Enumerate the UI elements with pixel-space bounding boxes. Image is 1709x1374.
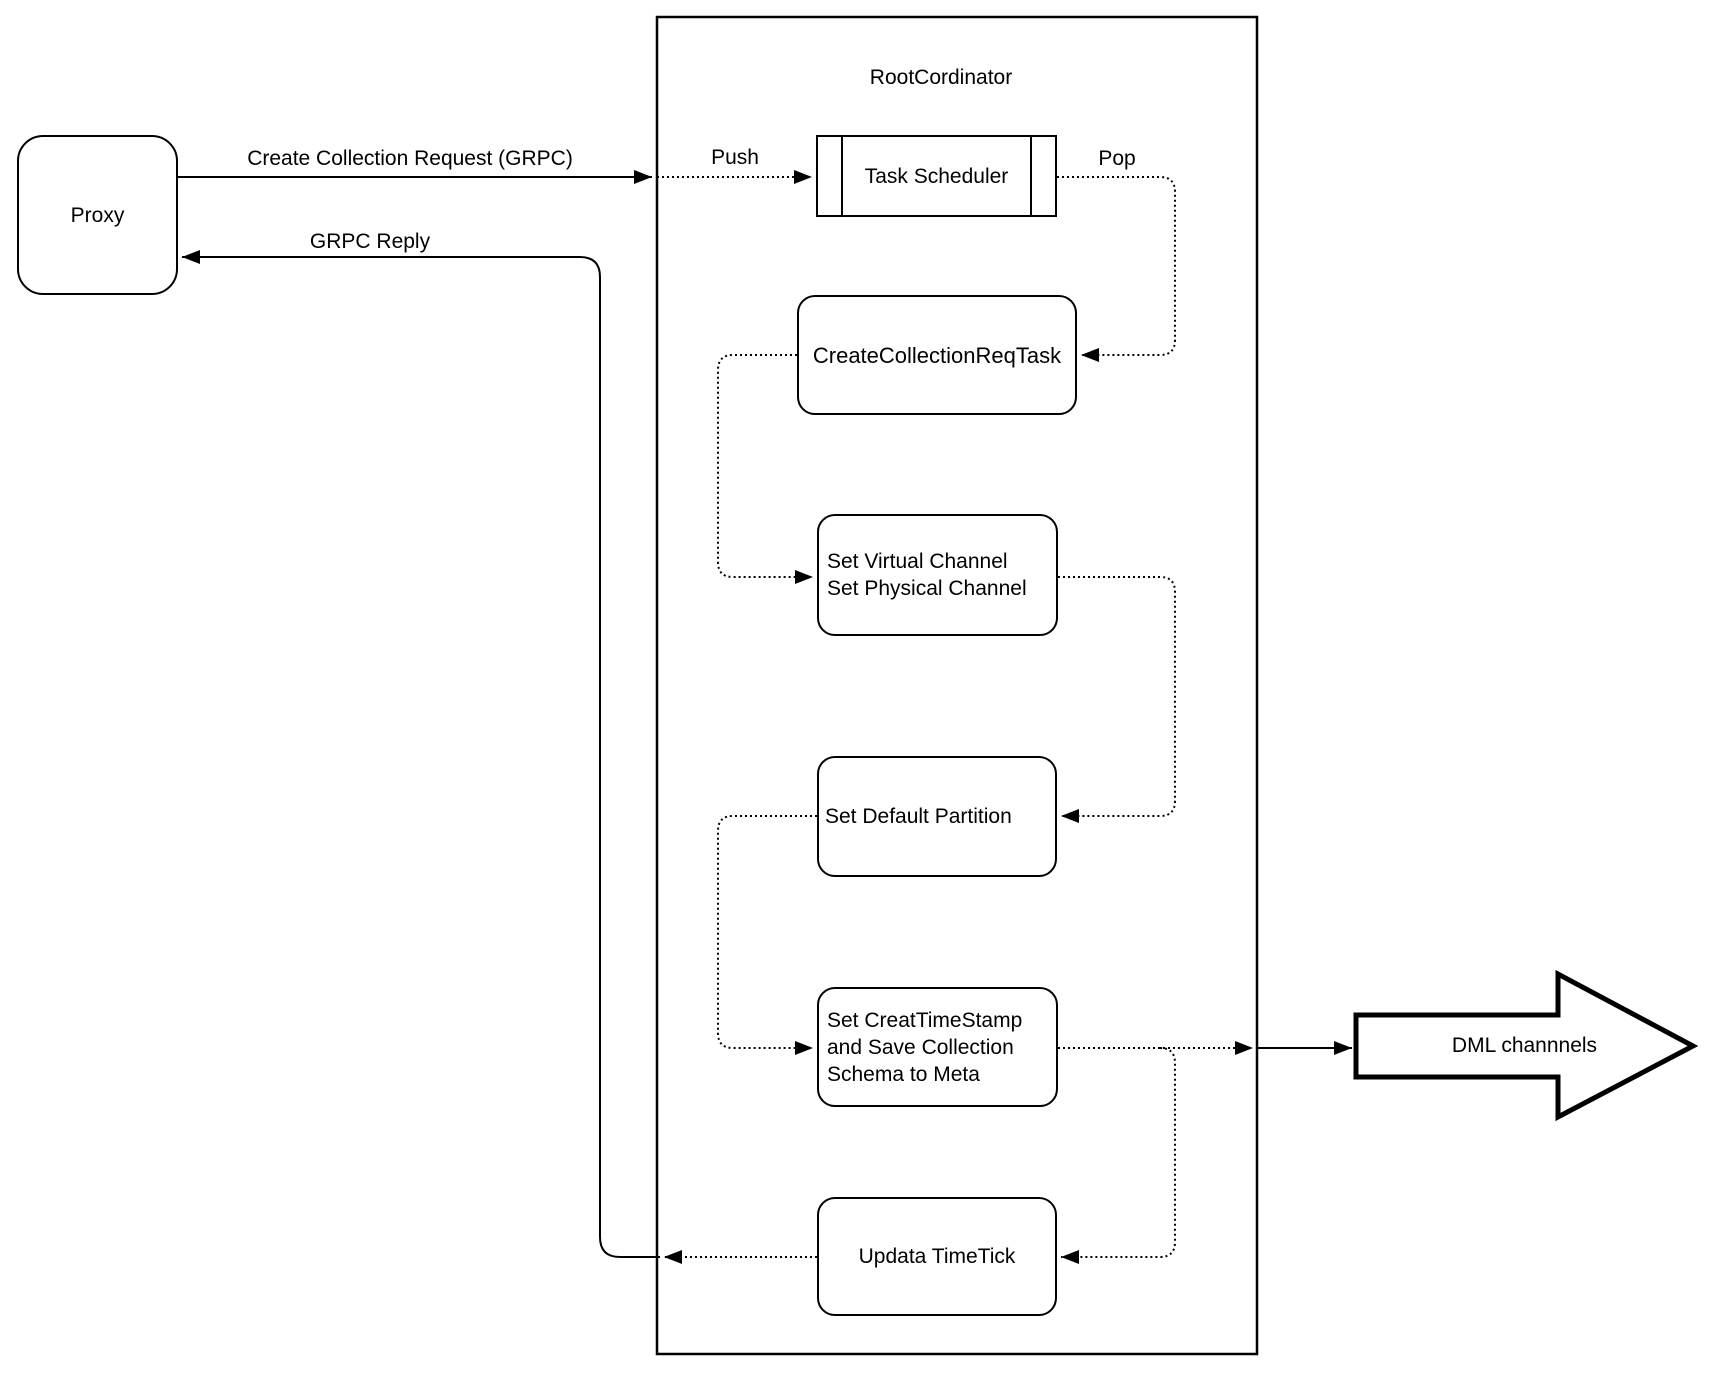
node-set-channels: Set Virtual Channel Set Physical Channel [817,514,1058,636]
edge-ccrt-to-set-channels [717,354,813,584]
node-set-default-partition-label: Set Default Partition [825,805,1012,828]
task-scheduler-right-bar [1030,137,1055,215]
node-updata-timetick: Updata TimeTick [817,1197,1057,1316]
edge-label-create-collection-request: Create Collection Request (GRPC) [245,147,575,171]
root-coordinator-container [655,15,1259,1356]
edge-default-partition-to-creat-timestamp [717,815,817,1055]
edge-creat-timestamp-to-updata-timetick [1061,1047,1176,1264]
node-set-creat-timestamp-label: Set CreatTimeStamp and Save Collection S… [827,1008,1023,1086]
node-create-collection-req-task-label: CreateCollectionReqTask [812,342,1062,368]
node-set-creat-timestamp: Set CreatTimeStamp and Save Collection S… [817,987,1058,1107]
edge-label-push: Push [709,146,761,170]
node-proxy: Proxy [17,135,178,295]
edge-grpc-reply [182,250,660,1258]
task-scheduler-left-bar [818,137,843,215]
node-task-scheduler: Task Scheduler [816,135,1057,217]
edge-pop [1057,176,1176,362]
node-proxy-label: Proxy [70,203,125,227]
edge-label-grpc-reply: GRPC Reply [307,230,433,254]
node-set-default-partition: Set Default Partition [817,756,1057,877]
node-create-collection-req-task: CreateCollectionReqTask [797,295,1077,415]
node-set-channels-label: Set Virtual Channel Set Physical Channel [827,550,1027,600]
node-updata-timetick-label: Updata TimeTick [858,1245,1016,1268]
root-coordinator-title: RootCordinator [869,66,1013,89]
edge-label-pop: Pop [1096,147,1138,171]
node-task-scheduler-label: Task Scheduler [864,164,1009,188]
dml-channels-arrow-shape [1353,969,1699,1122]
edge-set-channels-to-default-partition [1058,576,1176,823]
dml-channels-label: DML channnels [1451,1034,1598,1057]
